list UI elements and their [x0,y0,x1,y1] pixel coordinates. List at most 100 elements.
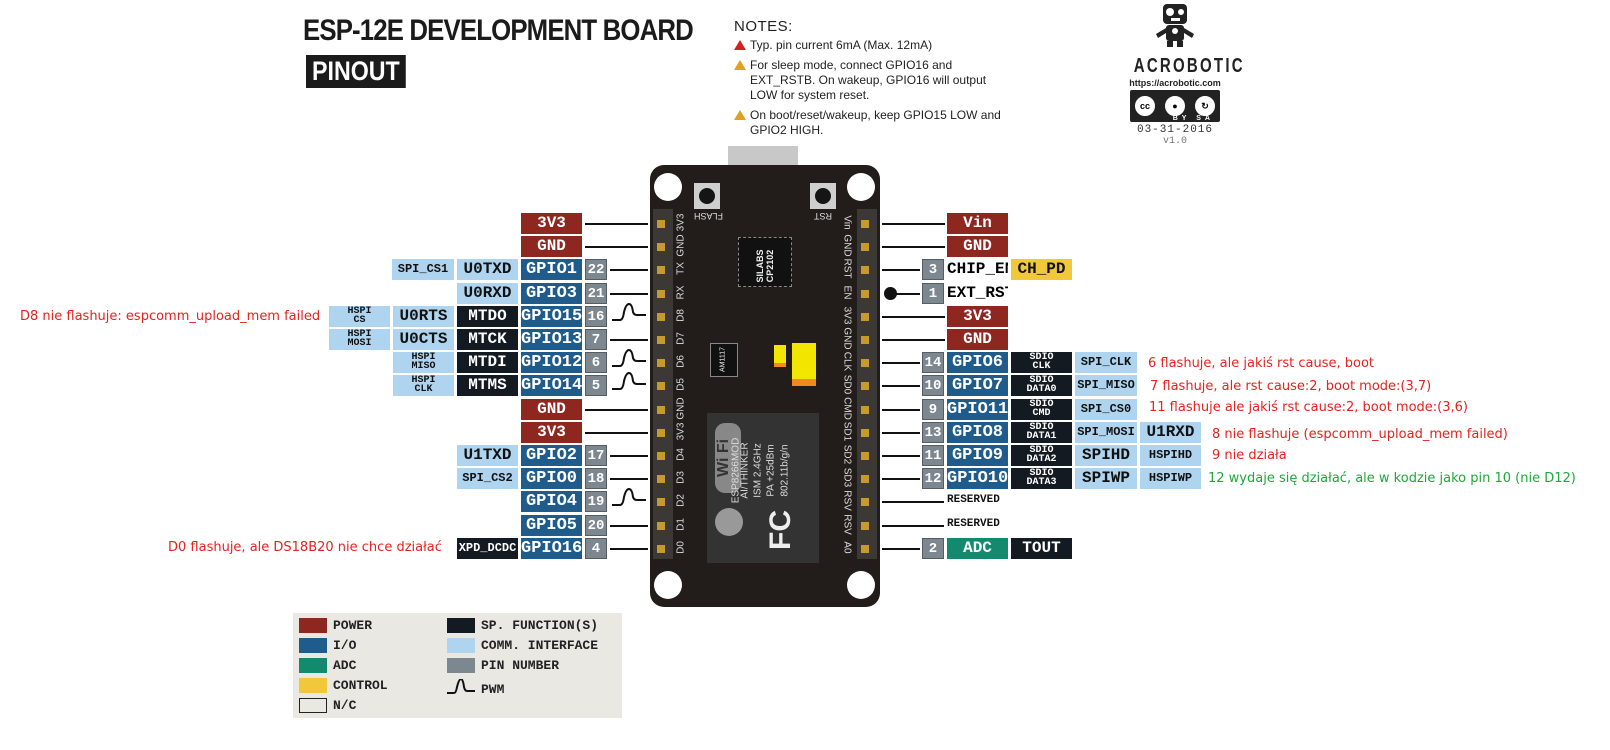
mount-hole [847,571,875,599]
header-pad [861,428,869,437]
notes-heading: NOTES: [734,18,793,35]
pin-label-gpio6: GPIO6 [947,352,1008,374]
annotation-gpio9: 9 nie działa [1212,448,1287,463]
annotation-gpio11: 11 flashuje ale jakiś rst cause:2, boot … [1149,400,1468,415]
header-pad [657,336,665,344]
pin-number: 22 [585,259,607,281]
pin-wire [882,431,920,434]
pin-label-gnd: GND [947,329,1008,350]
pin-wire [882,455,920,457]
pin-number: 11 [922,445,944,466]
pin-function: U0CTS [393,329,454,350]
warning-icon [734,60,746,70]
pin-label-gpio12: GPIO12 [521,352,582,374]
pin-wire [585,246,648,249]
header-pad [657,521,665,530]
pin-number: 6 [585,352,607,374]
pin-label-gpio9: GPIO9 [947,445,1008,466]
header-pad [861,312,869,321]
pin-function: MTDO [457,305,518,327]
logo-url[interactable]: https://acrobotic.com [1129,78,1221,88]
pin-number: 9 [922,398,944,420]
legend-item-control: CONTROL [299,678,388,693]
pin-wire [882,478,920,481]
pin-number: 16 [585,305,607,327]
pin-function: XPD_DCDC [457,537,518,559]
page-subtitle: PINOUT [306,55,406,88]
pin-function: SPI_MISO [1075,375,1137,397]
note-item: On boot/reset/wakeup, keep GPIO15 LOW an… [734,108,1004,138]
pin-function: HSPIHD [1140,445,1201,466]
pin-wire [882,547,920,550]
pin-wire [585,431,648,434]
header-pad [861,521,869,530]
pin-label-vin: Vin [947,213,1008,234]
pin-label-gpio0: GPIO0 [521,468,582,490]
pin-wire [610,478,648,481]
pin-number: 20 [585,514,607,536]
annotation-gpio6: 6 flashuje, ale jakiś rst cause, boot [1148,356,1375,371]
pin-function: HSPIWP [1140,468,1201,490]
annotation-gpio8: 8 nie flashuje (espcomm_upload_mem faile… [1212,427,1508,442]
mount-hole [654,173,682,201]
header-pad [657,405,665,414]
page-title: ESP-12E DEVELOPMENT BOARD [303,14,694,47]
notes-panel: NOTES: Typ. pin current 6mA (Max. 12mA) … [734,18,1004,143]
pin-label-reserved: RESERVED [947,494,1000,507]
pin-function: MTCK [457,329,518,350]
pin-label-chip_en: CHIP_EN [947,260,1008,279]
pin-wire [882,339,945,341]
espressif-logo [715,508,743,536]
pin-number: 5 [585,375,607,397]
pin-label-gpio13: GPIO13 [521,329,582,350]
header-pad [861,266,869,275]
pin-number: 21 [585,282,607,304]
regulator-chip: AM1117 [710,343,738,377]
pin-wire [882,385,920,388]
header-pad [657,452,665,460]
flash-button[interactable] [694,183,720,209]
pin-function: SPIHD [1075,445,1137,466]
pin-function: TOUT [1011,537,1072,559]
warning-icon [734,40,746,50]
header-pad [657,498,665,507]
header-pad [657,266,665,275]
pin-number: 13 [922,421,944,443]
logo-name: ACROBOTIC [1133,55,1245,77]
pin-label-adc: ADC [947,537,1008,559]
cc-icon: cc [1133,94,1157,118]
reset-button[interactable] [810,183,836,209]
legend-item-comm-interface: COMM. INTERFACE [447,638,598,653]
header-pad [861,498,869,507]
pin-function: U0RTS [393,305,454,327]
note-item: Typ. pin current 6mA (Max. 12mA) [734,38,1004,53]
pin-wire [896,292,920,295]
header-pad [861,405,869,414]
legend-item-adc: ADC [299,658,356,673]
silk-label: A0 [841,541,853,554]
header-pad [657,243,665,252]
pin-function: U0RXD [457,282,518,304]
warning-icon [734,110,746,120]
pin-function: SPI_CLK [1075,352,1137,374]
header-pad [657,312,665,321]
pin-wire [610,455,648,457]
pin-function: SPIWP [1075,468,1137,490]
pin-function: CH_PD [1011,259,1072,281]
annotation-d0: D0 flashuje, ale DS18B20 nie chce działa… [168,540,442,555]
reset-button-label: RST [814,211,832,221]
pin-label-3v3: 3V3 [521,213,582,234]
sa-icon: ↻ [1193,94,1217,118]
legend: POWER I/O ADC CONTROL N/C SP. FUNCTION(S… [293,613,622,718]
pin-label-3v3: 3V3 [521,421,582,443]
robot-icon [1156,4,1194,47]
header-pad [657,382,665,391]
pin-number: 7 [585,329,607,350]
pin-function: SPI_MOSI [1075,421,1137,443]
cp2102-chip: SILABS CP2102 [738,237,792,287]
pin-label-gpio4: GPIO4 [521,491,582,513]
pwm-wave-icon [612,302,646,326]
